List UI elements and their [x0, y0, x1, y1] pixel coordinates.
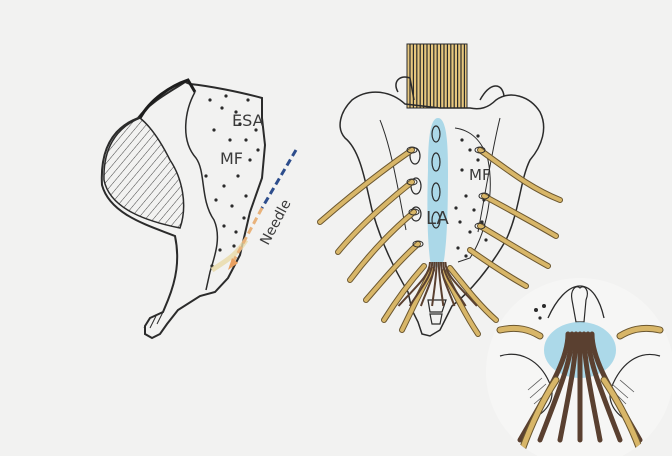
dot — [468, 230, 471, 233]
dot — [218, 248, 221, 251]
dot — [248, 158, 251, 161]
dot — [214, 198, 217, 201]
label-la: LA — [426, 208, 449, 229]
dot — [208, 98, 211, 101]
dot — [460, 168, 463, 171]
dot — [476, 134, 479, 137]
dot — [484, 238, 487, 241]
dot — [246, 98, 249, 101]
dot — [256, 148, 259, 151]
label-mf-right: MF — [469, 166, 491, 184]
dot — [244, 194, 247, 197]
dot — [230, 204, 233, 207]
dot — [454, 206, 457, 209]
dot — [236, 174, 239, 177]
dot — [222, 224, 225, 227]
dot — [460, 138, 463, 141]
dot — [468, 148, 471, 151]
dot — [212, 128, 215, 131]
dot — [472, 208, 475, 211]
dot — [242, 216, 245, 219]
dot — [244, 138, 247, 141]
inset-dot — [542, 304, 546, 308]
inset-dot — [538, 316, 541, 319]
dot — [458, 220, 461, 223]
dot — [228, 138, 231, 141]
dot — [220, 106, 223, 109]
dot — [464, 194, 467, 197]
label-mf-left: MF — [220, 149, 243, 168]
dot — [456, 246, 459, 249]
dot — [476, 158, 479, 161]
dot — [234, 230, 237, 233]
dot — [204, 174, 207, 177]
label-esa: ESA — [232, 111, 264, 130]
inset-dot — [534, 308, 538, 312]
dot — [232, 244, 235, 247]
dot — [222, 184, 225, 187]
cauda-equina-top — [407, 44, 467, 108]
dot — [464, 254, 467, 257]
dot — [224, 94, 227, 97]
